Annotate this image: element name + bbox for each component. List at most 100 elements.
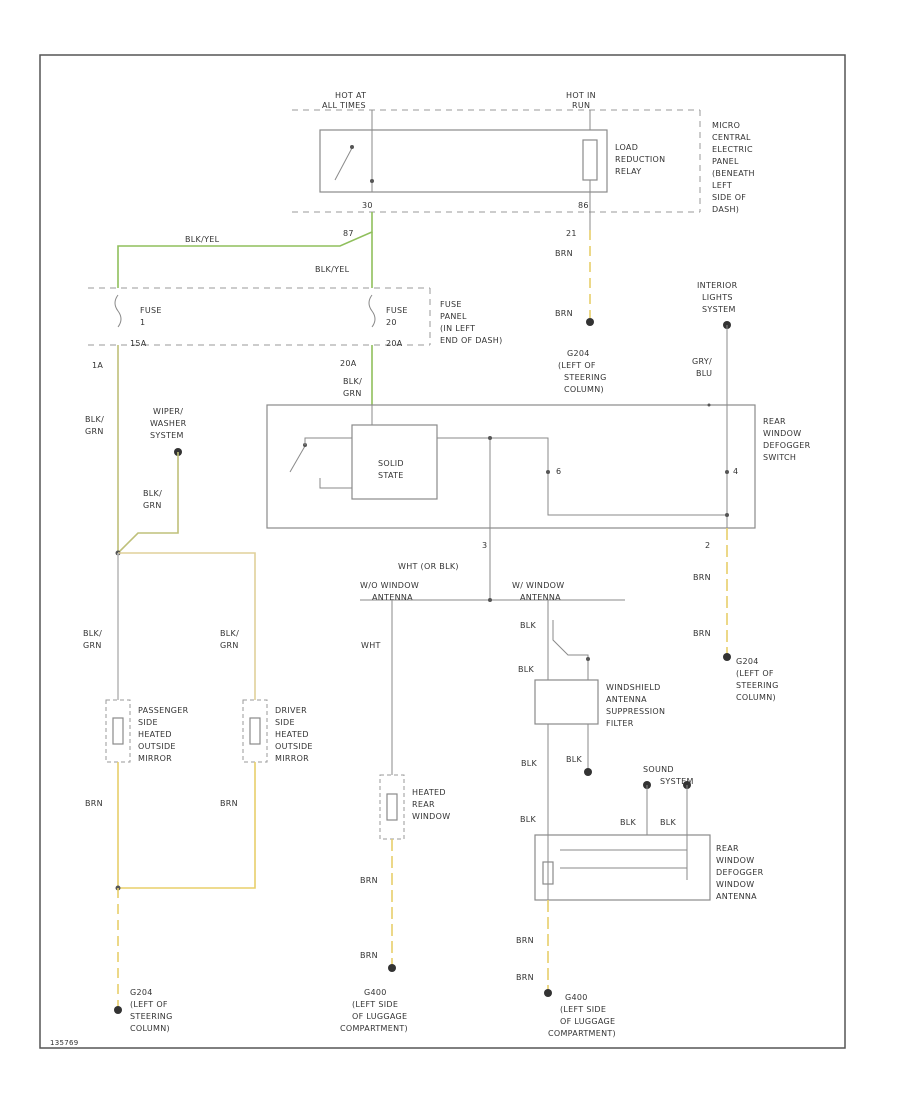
antenna-split: WHT (OR BLK) W/O WINDOW ANTENNA W/ WINDO… (360, 528, 625, 602)
fuse-20-label-1: FUSE (386, 306, 408, 315)
diagram-border (39, 54, 846, 1049)
fuse-1-label-1: FUSE (140, 306, 162, 315)
panel-label-4: PANEL (712, 157, 739, 166)
rear-window-defogger-switch: REAR WINDOW DEFOGGER SWITCH SOLID STATE … (266, 403, 811, 550)
g400-a-label-3: OF LUGGAGE (352, 1012, 407, 1021)
g204-bottom-label-4: COLUMN) (130, 1024, 170, 1033)
ground-point-relay (586, 318, 594, 326)
relay-label-2: REDUCTION (615, 155, 665, 164)
fuse-20-wire-label-1: BLK/ (343, 377, 362, 386)
windshield-antenna-filter: BLK BLK WINDSHIELD ANTENNA SUPPRESSION F… (518, 600, 665, 835)
with-antenna-label-2: ANTENNA (520, 593, 561, 602)
interior-label-2: LIGHTS (702, 293, 733, 302)
g204-switch-label-1: G204 (736, 657, 759, 666)
passenger-mirror-label-5: MIRROR (138, 754, 172, 763)
without-antenna-label-1: W/O WINDOW (360, 581, 419, 590)
fuse-20-pin-label: 20A (340, 359, 357, 368)
fuse-20-label-2: 20 (386, 318, 397, 327)
panel-label-1: MICRO (712, 121, 740, 130)
solid-state-label-1: SOLID (378, 459, 404, 468)
fuse-1-pin-label: 1A (92, 361, 103, 370)
hot-at-label-2: ALL TIMES (322, 101, 366, 110)
passenger-heated-mirror: PASSENGER SIDE HEATED OUTSIDE MIRROR (105, 699, 188, 763)
hot-in-label-1: HOT IN (566, 91, 596, 100)
fuse-1-label-3: 15A (130, 339, 147, 348)
filter-blk-top-label: BLK (520, 621, 537, 630)
antenna-blk-right-label: BLK (660, 818, 677, 827)
filter-label-3: SUPPRESSION (606, 707, 665, 716)
panel-label-3: ELECTRIC (712, 145, 753, 154)
filter-label-4: FILTER (606, 719, 634, 728)
wiper-label-3: SYSTEM (150, 431, 184, 440)
fuse-20-label-3: 20A (386, 339, 403, 348)
antenna-label-4: WINDOW (716, 880, 754, 889)
g204-top-label-2: (LEFT OF (558, 361, 596, 370)
switch-pin-4: 4 (733, 467, 738, 476)
relay-pin-30: 30 (362, 201, 373, 210)
g204-switch-label-2: (LEFT OF (736, 669, 774, 678)
g400-b-label-4: COMPARTMENT) (548, 1029, 616, 1038)
wiper-wire-label-1: BLK/ (143, 489, 162, 498)
driver-mirror-label-3: HEATED (275, 730, 309, 739)
antenna-blk-lower-label: BLK (520, 815, 537, 824)
passenger-mirror-label-2: SIDE (138, 718, 158, 727)
switch-brn-label-2: BRN (693, 629, 711, 638)
driver-heated-mirror: DRIVER SIDE HEATED OUTSIDE MIRROR (242, 699, 313, 763)
interior-label-3: SYSTEM (702, 305, 736, 314)
fuse-panel: FUSE PANEL (IN LEFT END OF DASH) (88, 287, 503, 346)
g204-top-label-4: COLUMN) (564, 385, 604, 394)
sound-system-branch: SOUND SYSTEM BLK BLK (620, 765, 693, 835)
driver-mirror-feed (118, 552, 256, 700)
diagram-code: 135769 (50, 1039, 79, 1047)
wht-blk-label: WHT (OR BLK) (398, 562, 459, 571)
antenna-ground-branch: BRN BRN G400 (LEFT SIDE OF LUGGAGE COMPA… (516, 900, 616, 1038)
load-reduction-relay: LOAD REDUCTION RELAY 30 87 86 21 (319, 110, 665, 238)
micro-central-electric-panel: HOT AT ALL TIMES HOT IN RUN MICRO CENTRA… (292, 91, 755, 214)
antenna-blk-left-label: BLK (521, 759, 538, 768)
mirror-ground-wire (117, 762, 256, 889)
heated-window-label-1: HEATED (412, 788, 446, 797)
wiper-washer-branch: WIPER/ WASHER SYSTEM BLK/ GRN (117, 407, 187, 554)
fuse-panel-label-4: END OF DASH) (440, 336, 503, 345)
relay-brn-label-2: BRN (555, 309, 573, 318)
passenger-wire-label-2: GRN (83, 641, 102, 650)
heated-brn-label-2: BRN (360, 951, 378, 960)
g204-top-label-1: G204 (567, 349, 590, 358)
antenna-brn-label-1: BRN (516, 936, 534, 945)
filter-label-2: ANTENNA (606, 695, 647, 704)
g204-bottom-label-3: STEERING (130, 1012, 173, 1021)
passenger-wire-label-1: BLK/ (83, 629, 102, 638)
interior-label-1: INTERIOR (697, 281, 738, 290)
g400-a-label-1: G400 (364, 988, 387, 997)
sound-label-1: SOUND (643, 765, 674, 774)
relay-brn-label-1: BRN (555, 249, 573, 258)
interior-lights-branch: INTERIOR LIGHTS SYSTEM GRY/ BLU G204 (LE… (558, 281, 738, 405)
panel-label-5: (BENEATH (712, 169, 755, 178)
driver-mirror-label-4: OUTSIDE (275, 742, 313, 751)
g400-b-label-1: G400 (565, 993, 588, 1002)
hot-in-label-2: RUN (572, 101, 590, 110)
antenna-brn-label-2: BRN (516, 973, 534, 982)
fuse-1-wire-label-2: GRN (85, 427, 104, 436)
hot-at-label-1: HOT AT (335, 91, 366, 100)
relay-pin-21: 21 (566, 229, 577, 238)
panel-label-7: SIDE OF (712, 193, 746, 202)
wiper-label-2: WASHER (150, 419, 187, 428)
rear-window-defogger-antenna: REAR WINDOW DEFOGGER WINDOW ANTENNA BLK (520, 815, 763, 901)
switch-pin-2: 2 (705, 541, 710, 550)
switch-label-2: WINDOW (763, 429, 801, 438)
antenna-label-2: WINDOW (716, 856, 754, 865)
passenger-mirror-label-3: HEATED (138, 730, 172, 739)
switch-brn-label-1: BRN (693, 573, 711, 582)
heated-window-label-2: REAR (412, 800, 435, 809)
driver-mirror-label-2: SIDE (275, 718, 295, 727)
heated-rear-window: WHT HEATED REAR WINDOW BRN BRN G400 (LEF… (340, 600, 450, 1033)
interior-wire-label-1: GRY/ (692, 357, 712, 366)
g400-a-label-4: COMPARTMENT) (340, 1024, 408, 1033)
switch-label-3: DEFOGGER (763, 441, 811, 450)
filter-label-1: WINDSHIELD (606, 683, 661, 692)
g204-switch-label-3: STEERING (736, 681, 779, 690)
g204-top-label-3: STEERING (564, 373, 607, 382)
wiper-wire-label-2: GRN (143, 501, 162, 510)
